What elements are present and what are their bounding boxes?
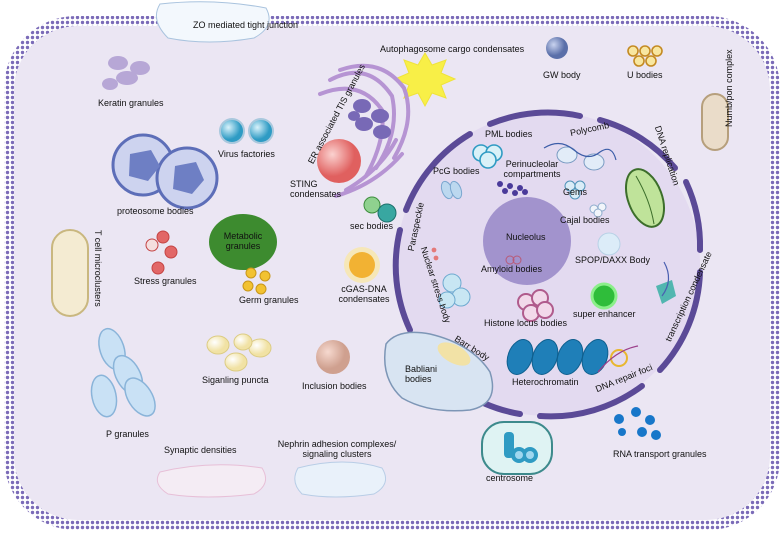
numb-pon-complex-icon — [701, 93, 729, 151]
histone-locus-icon — [517, 289, 554, 322]
synaptic-densities-label: Synaptic densities — [164, 445, 237, 455]
perinucleolar-label: Perinucleolar compartments — [503, 159, 561, 179]
synaptic-density-icon — [156, 464, 267, 498]
rna-transport-label: RNA transport granules — [613, 449, 707, 459]
transcription-condensate-icon — [656, 261, 676, 304]
t-cell-label: T cell microclusters — [92, 229, 103, 307]
pml-bodies-icon — [472, 144, 503, 169]
stress-granules-label: Stress granules — [134, 276, 197, 286]
inclusion-bodies-label: Inclusion bodies — [302, 381, 367, 391]
super-enhancer-label: super enhancer — [573, 309, 636, 319]
u-bodies-icon — [627, 45, 663, 67]
cgas-label: cGAS-DNA condensates — [338, 284, 390, 304]
dna-replication-icon — [625, 168, 665, 228]
perinucleolar-icon — [497, 181, 528, 196]
sting-condensate-icon — [317, 139, 361, 183]
p-granules-label: P granules — [106, 429, 149, 439]
zo-junction-icon — [155, 1, 270, 43]
histone-locus-label: Histone locus bodies — [484, 318, 568, 328]
germ-granules-icon — [242, 267, 271, 295]
nucleolus-label: Nucleolus — [506, 232, 546, 242]
cgas-dna-icon — [344, 247, 380, 283]
dna-strand-icon — [543, 142, 617, 161]
nuclear-stress-body-icon — [438, 273, 471, 309]
keratin-granules-icon — [102, 56, 150, 90]
spop-daxx-label: SPOP/DAXX Body — [575, 255, 651, 265]
siganling-puncta-icon — [206, 333, 272, 372]
dna-repair-icon — [597, 345, 639, 373]
autophagosome-icon — [393, 52, 457, 108]
gems-icon — [564, 180, 586, 200]
rna-transport-granules-icon — [614, 407, 661, 440]
pcg-bodies-label: PcG bodies — [433, 166, 480, 176]
gems-label: Gems — [563, 187, 588, 197]
metabolic-label: Metabolic granules — [223, 231, 263, 251]
tis-granules-icon — [348, 99, 391, 139]
babliani-bodies-label: Babliani bodies — [405, 364, 438, 384]
cajal-bodies-icon — [589, 202, 607, 218]
stress-granules-icon — [145, 230, 178, 275]
inclusion-body-icon — [316, 340, 350, 374]
nephrin-label: Nephrin adhesion complexes/ signaling cl… — [277, 439, 397, 459]
zo-junction-label: ZO mediated tight junction — [193, 20, 299, 30]
heterochromatin-icon — [506, 339, 609, 375]
virus-factories-icon — [219, 118, 274, 144]
sec-bodies-label: sec bodies — [350, 221, 394, 231]
centriole-icon — [504, 432, 538, 463]
metabolic-granules-icon — [209, 214, 277, 270]
super-enhancer-icon — [590, 282, 618, 310]
nucleolus — [483, 197, 571, 285]
proteosome-bodies-icon — [111, 133, 219, 210]
keratin-granules-label: Keratin granules — [98, 98, 164, 108]
pcg-bodies-icon — [440, 180, 463, 200]
siganling-puncta-label: Siganling puncta — [202, 375, 269, 385]
germ-granules-label: Germ granules — [239, 295, 299, 305]
paraspeckle-icon — [431, 247, 439, 261]
u-bodies-label: U bodies — [627, 70, 663, 80]
centrosome-label: centrosome — [486, 473, 534, 483]
nephrin-adhesion-icon — [294, 461, 387, 498]
p-granules-icon — [90, 327, 156, 418]
virus-factories-label: Virus factories — [218, 149, 275, 159]
pml-bodies-label: PML bodies — [485, 129, 533, 139]
er-tis-icon — [318, 63, 411, 198]
cajal-bodies-label: Cajal bodies — [560, 215, 610, 225]
heterochromatin-label: Heterochromatin — [512, 377, 579, 387]
polycomb-icon — [556, 146, 605, 171]
amyloid-icon — [505, 255, 522, 265]
sting-label: STING condensates — [290, 179, 342, 199]
spop-daxx-icon — [597, 232, 621, 256]
replication-fork-icon — [635, 175, 655, 225]
gw-body-label: GW body — [543, 70, 581, 80]
proteosome-label: proteosome bodies — [117, 206, 194, 216]
numb-pon-label: Numb/pon complex — [724, 49, 735, 127]
nuclear-envelope — [392, 109, 704, 420]
autophagosome-label: Autophagosome cargo condensates — [380, 44, 525, 54]
t-cell-microclusters-icon — [51, 229, 89, 317]
gw-body-icon — [546, 37, 568, 59]
barr-body-icon — [437, 342, 471, 366]
amyloid-bodies-label: Amyloid bodies — [481, 264, 543, 274]
sec-bodies-icon — [363, 196, 397, 223]
